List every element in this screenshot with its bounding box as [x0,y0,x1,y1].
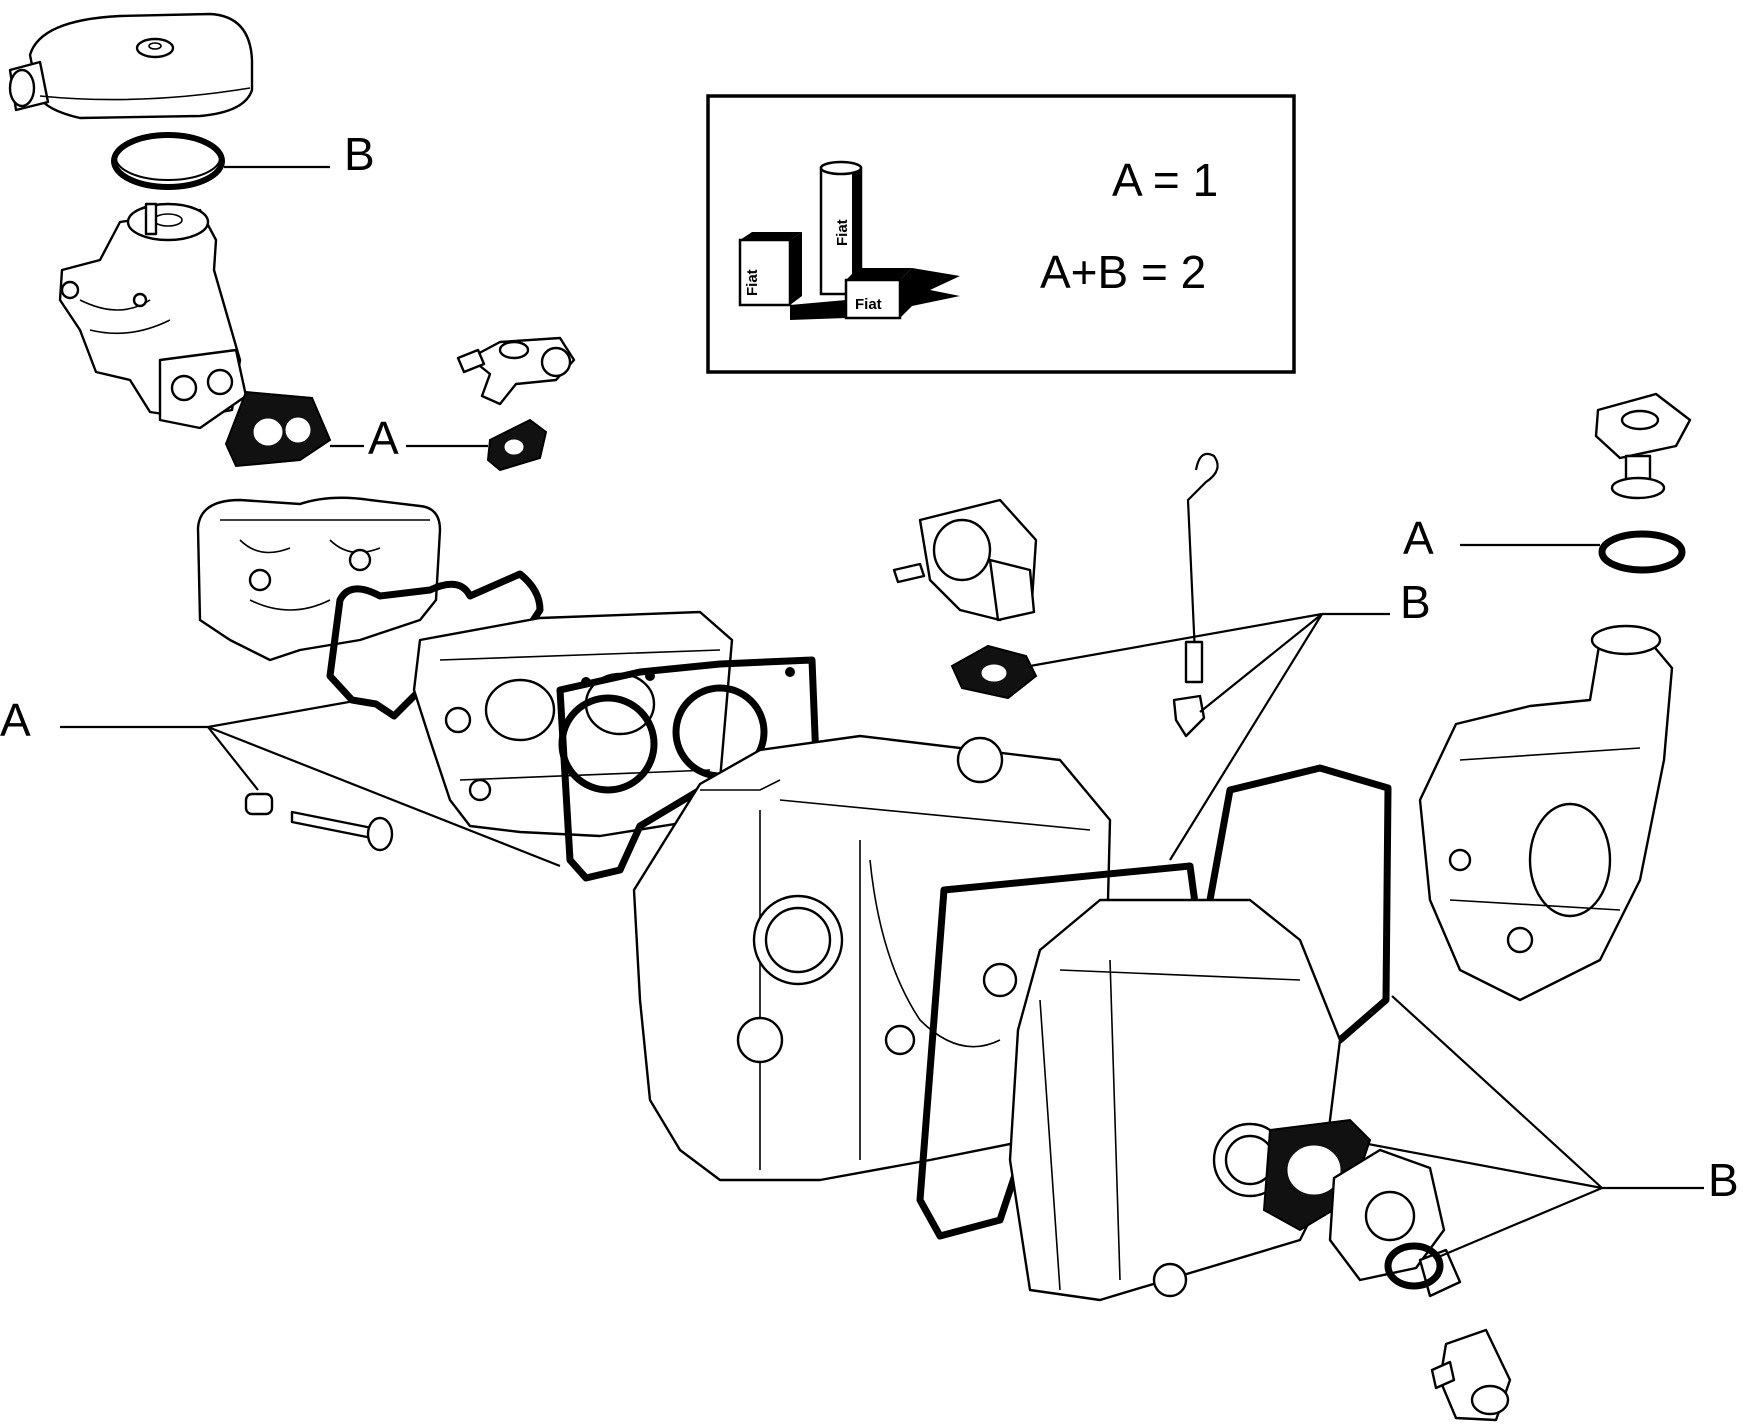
carburetor [58,202,248,430]
logo-brand-text-1: Fiat [744,269,761,296]
callout-air-filter-ring: B [344,128,375,180]
callout-lower-right-group: B [1708,1154,1739,1206]
callout-oil-filler-seal: A [1403,512,1434,564]
callout-carb-gasket: A [368,412,399,464]
leader-lines [60,165,1704,1260]
fuel-pump [892,498,1038,622]
water-outlet-elbow [1430,1328,1512,1422]
oil-filler-cap [1594,392,1692,500]
legend-kit-ab: A+B = 2 [1040,246,1206,298]
legend-box: Fiat Fiat Fiat A = 1 A+B = 2 [706,94,1296,374]
carburetor-flange-gasket [224,390,332,468]
fuel-pump-gasket [950,644,1038,700]
head-bolt [244,792,394,852]
thermostat-gasket [486,418,548,472]
gasket-kit-logo: Fiat Fiat Fiat [738,160,960,320]
callout-middle-group: B [1400,576,1431,628]
valve-cover [196,496,442,662]
oil-dipstick [1172,452,1219,738]
crankcase [632,734,1112,1182]
water-outlet-gasket [1384,1242,1444,1290]
legend-frame [706,94,1296,374]
timing-cover [1418,624,1674,1002]
oil-filler-seal [1598,530,1686,574]
callout-left-group: A [0,694,31,746]
air-filter-housing [8,12,254,120]
air-filter-ring-gasket [111,132,225,190]
thermostat-housing-small [456,336,576,406]
legend-kit-a: A = 1 [1112,154,1218,206]
oil-pan [1008,898,1342,1302]
logo-brand-text-3: Fiat [855,296,882,313]
logo-brand-text-2: Fiat [834,219,851,246]
